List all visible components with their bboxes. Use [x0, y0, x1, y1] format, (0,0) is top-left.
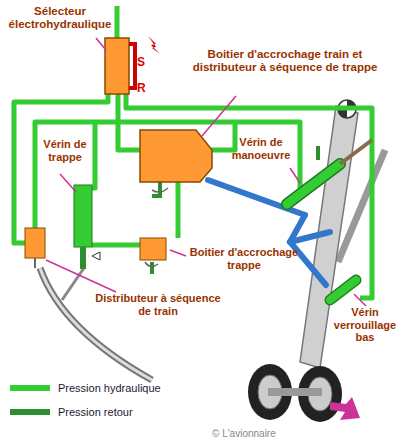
door-uplock-box: [140, 238, 166, 267]
part-name: Vérin de manoeuvre: [226, 136, 296, 161]
electrohydraulic-selector: [148, 36, 160, 54]
hydraulic-pressure-lines: [176, 180, 181, 238]
gear-sequence-valve: [25, 228, 45, 258]
gear-uplock-box: [152, 188, 168, 192]
port-letter: R: [137, 82, 151, 96]
part-name: Boitier d'accrochage train et distribute…: [190, 48, 380, 74]
door-panel: [40, 268, 152, 380]
hydraulic-return-lines: [316, 146, 320, 160]
hydraulic-pressure-lines: [14, 92, 108, 243]
door-actuator: [92, 252, 100, 260]
gear-linkage: [290, 232, 330, 242]
electrohydraulic-selector: [105, 38, 129, 94]
door-uplock-box: [145, 262, 158, 267]
door-panel: [40, 268, 152, 380]
gear-sequence-valve: [25, 228, 45, 268]
retraction-actuator: [287, 140, 372, 204]
leader-lines: [202, 96, 236, 136]
leader-lines: [46, 260, 116, 292]
legend-row: Pression retour: [10, 406, 133, 418]
electrohydraulic-selector: [129, 44, 135, 88]
hydraulic-pressure-lines: [90, 122, 95, 188]
downlock-actuator: [330, 280, 356, 300]
gear-wheels: [248, 364, 342, 422]
leader-lines: [46, 38, 366, 306]
part-name: Sélecteur électrohydraulique: [6, 5, 114, 31]
leader-lines: [60, 174, 76, 192]
legend-row: Pression hydraulique: [10, 382, 161, 394]
port-letter: S: [137, 56, 151, 70]
legend-swatch: [10, 409, 50, 415]
gear-wheels: [268, 388, 322, 396]
electrohydraulic-selector: [105, 36, 160, 94]
leader-lines: [354, 294, 366, 306]
hydraulic-pressure-lines: [118, 92, 142, 150]
door-uplock-box: [140, 238, 166, 260]
legend-swatch: [10, 385, 50, 391]
part-name: Boitier d'accrochage trappe: [188, 246, 300, 271]
gear-sequence-valve: [34, 258, 36, 268]
door-actuator: [74, 185, 92, 247]
gear-linkage: [208, 180, 330, 285]
leader-lines: [290, 168, 300, 183]
hydraulic-pressure-lines: [92, 243, 140, 248]
door-actuator: [80, 247, 86, 269]
door-panel: [40, 268, 152, 380]
part-name: Vérin verrouillage bas: [332, 306, 398, 344]
leader-lines: [170, 250, 186, 256]
retraction-actuator: [287, 164, 340, 204]
gear-uplock-box: [140, 130, 212, 192]
part-name: Distributeur à séquence de train: [92, 292, 224, 317]
downlock-actuator: [330, 280, 356, 300]
legend-text: Pression retour: [58, 406, 133, 418]
door-actuator: [74, 185, 100, 269]
hydraulic-pressure-lines: [115, 6, 120, 38]
hydraulic-return-lines: [152, 182, 160, 196]
gear-uplock-box: [140, 130, 212, 182]
motion-arrow: [330, 397, 360, 420]
retraction-actuator: [340, 140, 372, 164]
leader-lines: [96, 38, 106, 50]
downlock-actuator: [330, 280, 356, 300]
copyright-note: © L'avionnaire: [212, 428, 332, 440]
part-name: Vérin de trappe: [41, 138, 89, 163]
hydraulic-return-lines: [150, 262, 154, 274]
motion-arrow: [330, 397, 360, 420]
legend-text: Pression hydraulique: [58, 382, 161, 394]
retraction-actuator: [287, 164, 340, 204]
